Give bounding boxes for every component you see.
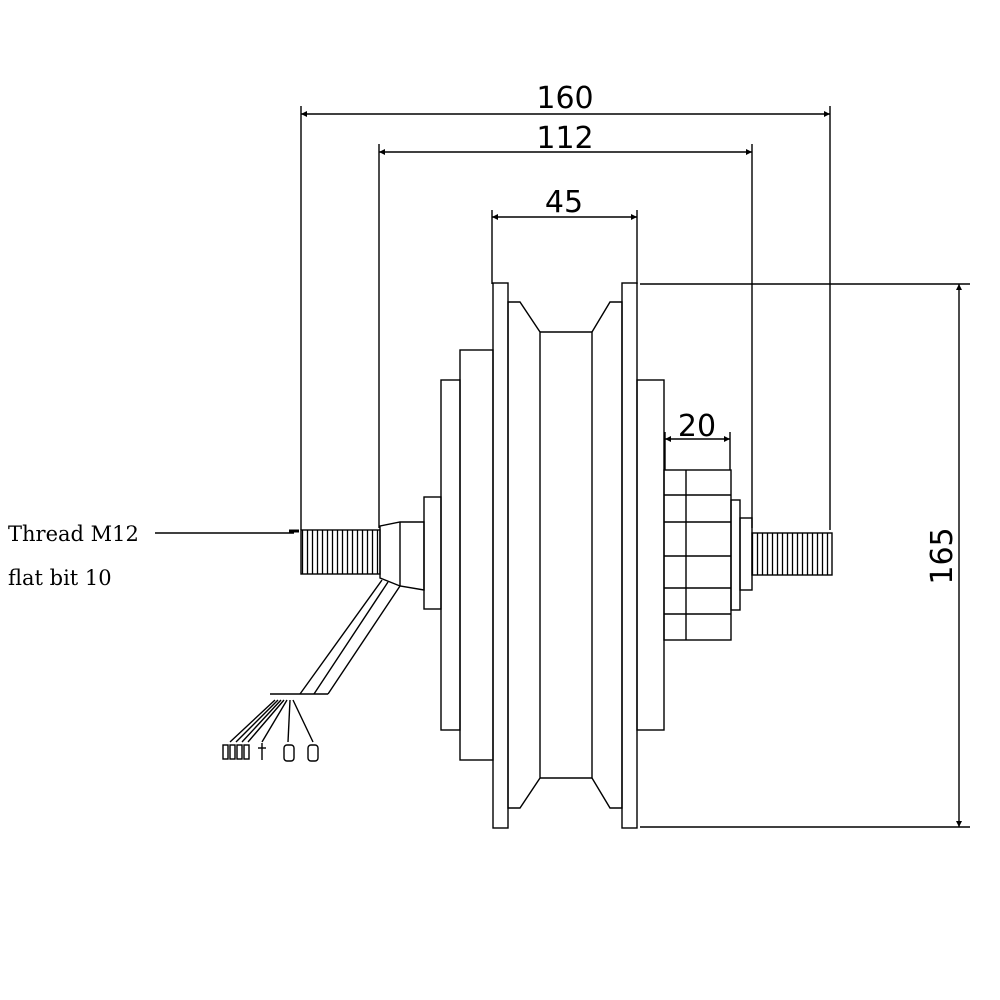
motor-body <box>423 282 753 829</box>
dimension-112 <box>378 144 753 528</box>
dimension-20 <box>664 432 731 470</box>
dimension-165-label: 165 <box>925 527 960 584</box>
thread-annotation: Thread M12 <box>8 522 139 546</box>
dimension-160 <box>300 106 831 530</box>
dimension-165 <box>640 283 970 828</box>
right-axle <box>751 532 833 576</box>
left-axle <box>289 521 425 591</box>
dimension-112-label: 112 <box>536 121 593 156</box>
cable-connectors <box>222 743 319 762</box>
dimension-160-label: 160 <box>536 81 593 116</box>
cable-bundle <box>229 579 401 743</box>
dimension-20-label: 20 <box>678 409 716 444</box>
dimension-45-label: 45 <box>545 185 583 220</box>
flat-bit-annotation: flat bit 10 <box>8 566 112 590</box>
dimension-45 <box>491 210 638 284</box>
